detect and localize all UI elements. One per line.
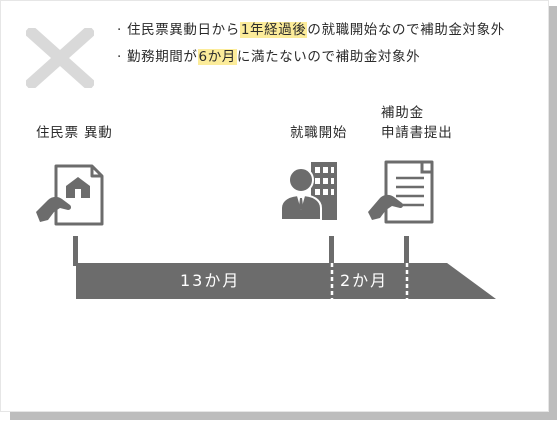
reason-highlight: 6か月	[197, 49, 237, 65]
subsidy-label-line1: 補助金	[381, 105, 424, 121]
job-start-marker	[329, 236, 334, 266]
moving-document-icon	[36, 164, 104, 226]
reason-item: · 勤務期間が6か月に満たないので補助金対象外	[117, 47, 537, 67]
worker-building-icon	[280, 162, 337, 221]
subsidy-label-line2: 申請書提出	[381, 125, 453, 141]
reason-list: · 住民票異動日から1年経過後の就職開始なので補助金対象外 · 勤務期間が6か月に満…	[117, 20, 537, 74]
start-label: 住民票 異動	[36, 125, 113, 141]
card-shadow-right	[549, 6, 557, 420]
bullet-dot: ·	[117, 49, 122, 65]
start-marker	[73, 236, 78, 266]
cross-mark-icon	[26, 28, 94, 88]
bullet-dot: ·	[117, 22, 122, 38]
reason-highlight: 1年経過後	[239, 22, 308, 38]
reason-text: 勤務期間が	[127, 49, 198, 65]
job-start-label: 就職開始	[290, 125, 348, 141]
period-2-months: 2か月	[340, 271, 389, 290]
application-form-icon	[368, 160, 434, 224]
reason-text: 住民票異動日から	[127, 22, 240, 38]
timeline-arrow	[76, 263, 496, 299]
period-13-months: 13か月	[180, 271, 241, 290]
card-shadow-bottom	[10, 412, 557, 420]
reason-text: に満たないので補助金対象外	[236, 49, 421, 65]
subsidy-marker	[404, 236, 409, 266]
reason-text: の就職開始なので補助金対象外	[307, 22, 505, 38]
reason-item: · 住民票異動日から1年経過後の就職開始なので補助金対象外	[117, 20, 537, 40]
